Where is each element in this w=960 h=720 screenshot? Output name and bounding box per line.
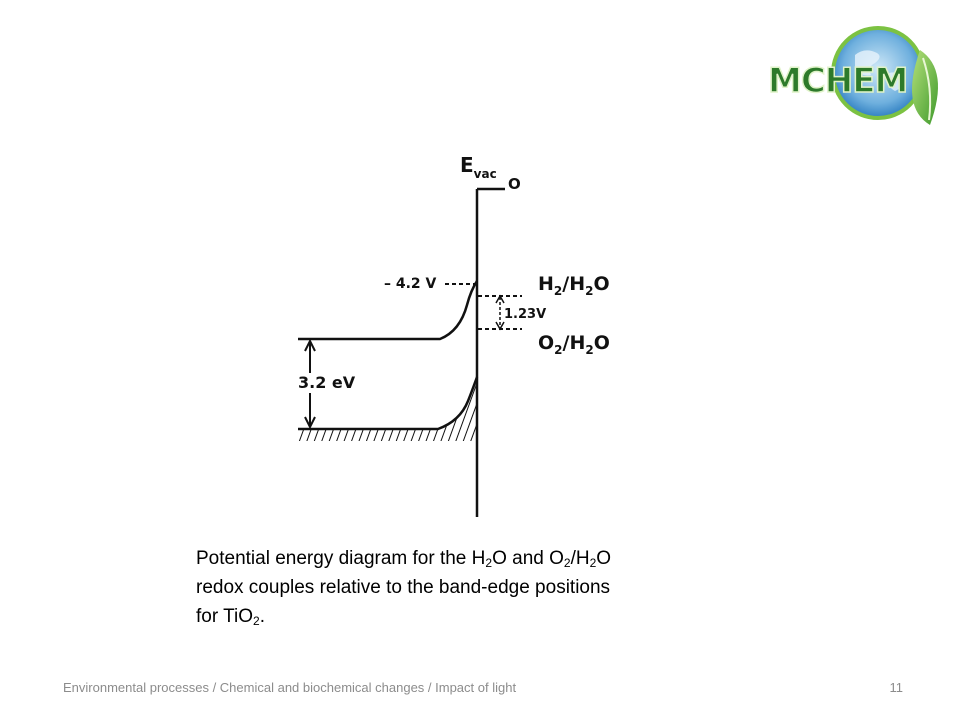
- mchem-logo: MCHEM: [767, 26, 938, 125]
- h2-couple-label: H2/H2O: [538, 273, 610, 298]
- page-number: 11: [889, 680, 904, 695]
- conduction-band-edge: [298, 280, 479, 341]
- o2-couple-label: O2/H2O: [538, 332, 610, 357]
- evac-label: Evac: [460, 153, 497, 181]
- caption-line-2: redox couples relative to the band-edge …: [196, 577, 611, 598]
- redox-gap-label: 1.23V: [504, 307, 546, 322]
- caption-line-1: Potential energy diagram for the H2O and…: [196, 548, 612, 570]
- band-energy-diagram: Evac O – 4.2 V 3.2 eV 1.23V H2/H2O O2/H2…: [294, 153, 610, 517]
- continent-shape: [855, 50, 904, 91]
- figure-caption: Potential energy diagram for the H2O and…: [196, 544, 716, 631]
- footer-breadcrumb: Environmental processes / Chemical and b…: [63, 680, 517, 695]
- valence-band-edge: [298, 376, 479, 431]
- leaf-icon: [912, 50, 938, 125]
- caption-line-3: for TiO2.: [196, 606, 265, 628]
- band-gap-label: 3.2 eV: [298, 373, 356, 392]
- zero-label: O: [508, 175, 521, 193]
- valence-hatch: [298, 377, 477, 441]
- level-label: – 4.2 V: [384, 276, 437, 292]
- logo-text: MCHEM: [768, 61, 907, 101]
